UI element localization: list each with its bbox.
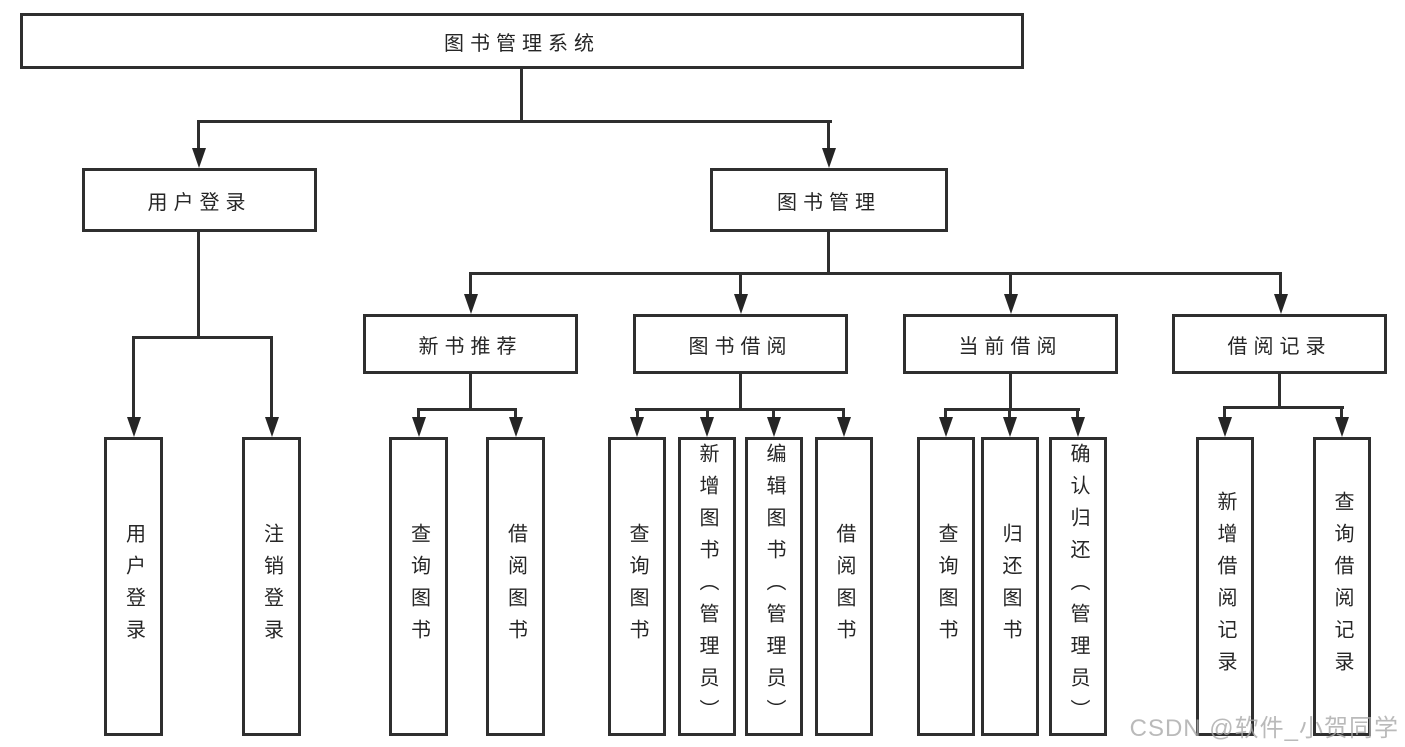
arrow-down-icon xyxy=(1218,417,1232,437)
node-label: 图书管理 xyxy=(777,191,881,214)
arrow-down-icon xyxy=(837,417,851,437)
leaf-label: 借阅图书 xyxy=(504,522,527,651)
leaf-add-books-admin: 新增图书（管理员） xyxy=(678,437,736,736)
node-book-borrow: 图书借阅 xyxy=(633,314,848,374)
leaf-return-books: 归还图书 xyxy=(981,437,1039,736)
leaf-label: 注销登录 xyxy=(260,522,283,651)
arrow-down-icon xyxy=(939,417,953,437)
node-label: 用户登录 xyxy=(147,191,252,214)
leaf-label: 归还图书 xyxy=(999,522,1021,651)
arrow-down-icon xyxy=(464,294,478,314)
connector-line xyxy=(772,408,775,419)
connector-line xyxy=(469,272,1282,275)
connector-line xyxy=(197,232,200,337)
connector-line xyxy=(739,272,742,296)
node-borrow-record: 借阅记录 xyxy=(1172,314,1387,374)
connector-line xyxy=(706,408,709,419)
leaf-label: 编辑图书（管理员） xyxy=(763,442,785,731)
arrow-down-icon xyxy=(265,417,279,437)
connector-line xyxy=(417,408,420,419)
arrow-down-icon xyxy=(734,294,748,314)
leaf-query-books-recommend: 查询图书 xyxy=(389,437,448,736)
connector-line xyxy=(132,336,273,339)
connector-line xyxy=(469,374,472,409)
connector-line xyxy=(417,408,517,411)
arrow-down-icon xyxy=(1003,417,1017,437)
connector-line xyxy=(197,120,200,150)
arrow-down-icon xyxy=(822,148,836,168)
connector-line xyxy=(827,232,830,273)
arrow-down-icon xyxy=(700,417,714,437)
connector-line xyxy=(1278,374,1281,407)
leaf-label: 确认归还（管理员） xyxy=(1067,442,1089,731)
leaf-edit-books-admin: 编辑图书（管理员） xyxy=(745,437,803,736)
leaf-logout: 注销登录 xyxy=(242,437,301,736)
leaf-borrow-books-recommend: 借阅图书 xyxy=(486,437,545,736)
arrow-down-icon xyxy=(767,417,781,437)
leaf-label: 用户登录 xyxy=(122,522,145,651)
connector-line xyxy=(520,69,523,121)
connector-line xyxy=(944,408,1080,411)
leaf-label: 新增图书（管理员） xyxy=(696,442,718,731)
connector-line xyxy=(635,408,845,411)
arrow-down-icon xyxy=(509,417,523,437)
leaf-label: 查询借阅记录 xyxy=(1331,490,1353,683)
leaf-label: 查询图书 xyxy=(626,522,648,651)
arrow-down-icon xyxy=(1274,294,1288,314)
leaf-query-books-borrow: 查询图书 xyxy=(608,437,666,736)
connector-line xyxy=(1223,406,1344,409)
connector-line xyxy=(514,408,517,419)
connector-line xyxy=(1340,406,1343,419)
node-label: 图书借阅 xyxy=(688,335,793,358)
connector-line xyxy=(1009,272,1012,296)
node-label: 图书管理系统 xyxy=(444,32,600,55)
connector-line xyxy=(1009,374,1012,409)
leaf-confirm-return-admin: 确认归还（管理员） xyxy=(1049,437,1107,736)
connector-line xyxy=(842,408,845,419)
connector-line xyxy=(636,408,639,419)
node-label: 新书推荐 xyxy=(418,335,523,358)
arrow-down-icon xyxy=(630,417,644,437)
connector-line xyxy=(270,336,273,417)
leaf-user-login: 用户登录 xyxy=(104,437,163,736)
arrow-down-icon xyxy=(1335,417,1349,437)
leaf-borrow-books: 借阅图书 xyxy=(815,437,873,736)
connector-line xyxy=(469,272,472,296)
node-label: 当前借阅 xyxy=(958,335,1063,358)
leaf-query-borrow-record: 查询借阅记录 xyxy=(1313,437,1371,736)
node-new-book-recommend: 新书推荐 xyxy=(363,314,578,374)
leaf-add-borrow-record: 新增借阅记录 xyxy=(1196,437,1254,736)
arrow-down-icon xyxy=(1071,417,1085,437)
arrow-down-icon xyxy=(412,417,426,437)
arrow-down-icon xyxy=(1004,294,1018,314)
leaf-label: 借阅图书 xyxy=(833,522,855,651)
connector-line xyxy=(197,120,832,123)
connector-line xyxy=(1223,406,1226,419)
connector-line xyxy=(1076,408,1079,419)
connector-line xyxy=(1008,408,1011,419)
arrow-down-icon xyxy=(127,417,141,437)
connector-line xyxy=(944,408,947,419)
leaf-query-books-current: 查询图书 xyxy=(917,437,975,736)
node-current-borrow: 当前借阅 xyxy=(903,314,1118,374)
arrow-down-icon xyxy=(192,148,206,168)
connector-line xyxy=(132,336,135,417)
leaf-label: 查询图书 xyxy=(935,522,957,651)
node-system-root: 图书管理系统 xyxy=(20,13,1024,69)
leaf-label: 新增借阅记录 xyxy=(1214,490,1236,683)
csdn-watermark: CSDN @软件_小贺同学 xyxy=(1129,715,1399,742)
leaf-label: 查询图书 xyxy=(407,522,430,651)
node-user-login: 用户登录 xyxy=(82,168,317,232)
connector-line xyxy=(739,374,742,409)
connector-line xyxy=(827,120,830,150)
node-label: 借阅记录 xyxy=(1227,335,1332,358)
connector-line xyxy=(1279,272,1282,296)
node-book-management: 图书管理 xyxy=(710,168,948,232)
